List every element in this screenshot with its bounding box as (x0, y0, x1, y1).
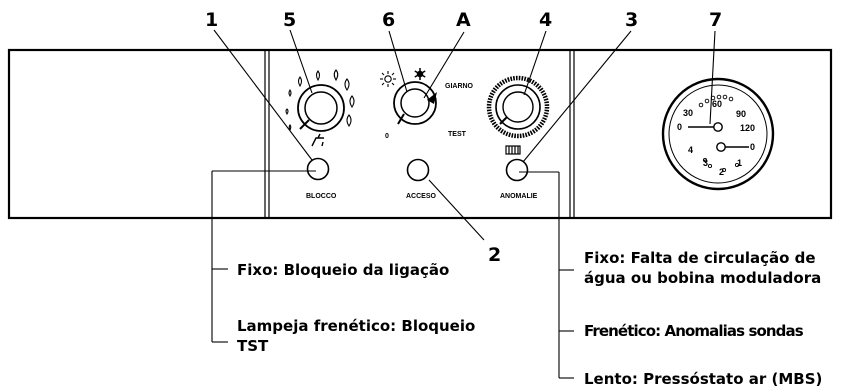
legend-right-fixed-line1: Fixo: Falta de circulação de (584, 249, 816, 267)
callout-7: 7 (709, 9, 722, 31)
callout-6: 6 (382, 9, 395, 31)
legend-bracket-left (211, 170, 316, 343)
callout-1: 1 (205, 9, 218, 31)
panel-dividers (264, 50, 575, 218)
sun-icon (380, 71, 396, 87)
temperature-needle (688, 122, 723, 132)
legend-right-slow: Lento: Pressóstato ar (MBS) (584, 370, 822, 388)
label-anomalie: ANOMALIE (500, 193, 538, 200)
pressure-tick-2: 2 (719, 167, 724, 177)
water-drop-icon (285, 69, 355, 132)
thermo-manometer-gauge: 0 30 60 90 120 0 1 2 3 4 (661, 77, 775, 191)
pressure-tick-4: 4 (688, 145, 693, 155)
legend-left-frantic-line1: Lampeja frenético: Bloqueio (237, 317, 475, 335)
label-zero-mode: 0 (385, 133, 389, 140)
pressure-tick-1: 1 (737, 158, 742, 168)
callout-a: A (456, 9, 471, 31)
pressure-needle (716, 142, 749, 152)
pressure-tick-3: 3 (703, 158, 708, 168)
legend-bracket-right (519, 171, 574, 379)
led-acceso[interactable] (406, 158, 430, 182)
pressure-tick-0: 0 (750, 142, 755, 152)
knob-heating-temperature[interactable] (486, 75, 550, 139)
tap-icon (311, 133, 324, 147)
temp-tick-120: 120 (740, 123, 755, 133)
callout-leaders (213, 29, 716, 241)
knob-dhw[interactable] (297, 84, 345, 132)
knob-heating[interactable] (393, 81, 437, 125)
temp-tick-90: 90 (736, 109, 746, 119)
temp-tick-0: 0 (677, 122, 682, 132)
legend-right-frantic: Frenético: Anomalias sondas (584, 322, 804, 340)
snowflake-icon (414, 68, 426, 80)
legend-left-fixed: Fixo: Bloqueio da ligação (237, 261, 449, 279)
gauge-scale-dots (698, 94, 740, 173)
radiator-icon (505, 145, 521, 155)
legend-left-frantic-line2: TST (237, 337, 269, 355)
callout-5: 5 (283, 9, 296, 31)
label-acceso: ACCESO (406, 193, 437, 200)
control-panel-frame (7, 48, 833, 220)
led-blocco[interactable] (306, 157, 330, 181)
legend-right-fixed-line2: água ou bobina moduladora (584, 269, 821, 287)
temp-tick-60: 60 (712, 99, 722, 109)
label-giarno: GIARNO (445, 83, 474, 90)
temp-tick-30: 30 (683, 108, 693, 118)
label-blocco: BLOCCO (306, 193, 337, 200)
label-test: TEST (448, 131, 467, 138)
callout-2: 2 (488, 244, 501, 266)
callout-4: 4 (539, 9, 552, 31)
led-anomalie[interactable] (505, 158, 529, 182)
callout-3: 3 (625, 9, 638, 31)
